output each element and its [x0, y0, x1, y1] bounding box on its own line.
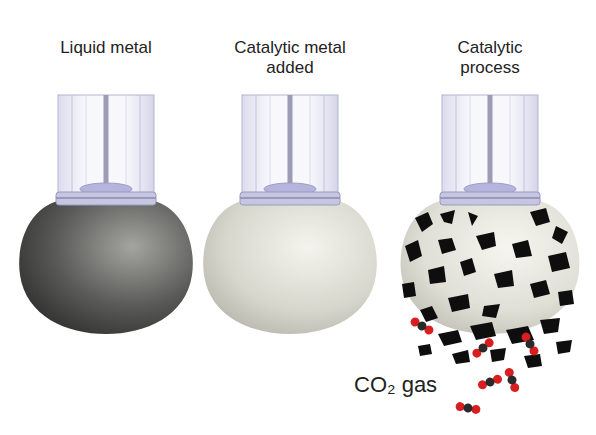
panel-label: Catalytic metal added	[220, 38, 360, 78]
panel-label: Catalytic process	[440, 38, 540, 78]
panel-label: Liquid metal	[46, 38, 166, 58]
gas-label: CO₂ gas	[352, 372, 439, 398]
